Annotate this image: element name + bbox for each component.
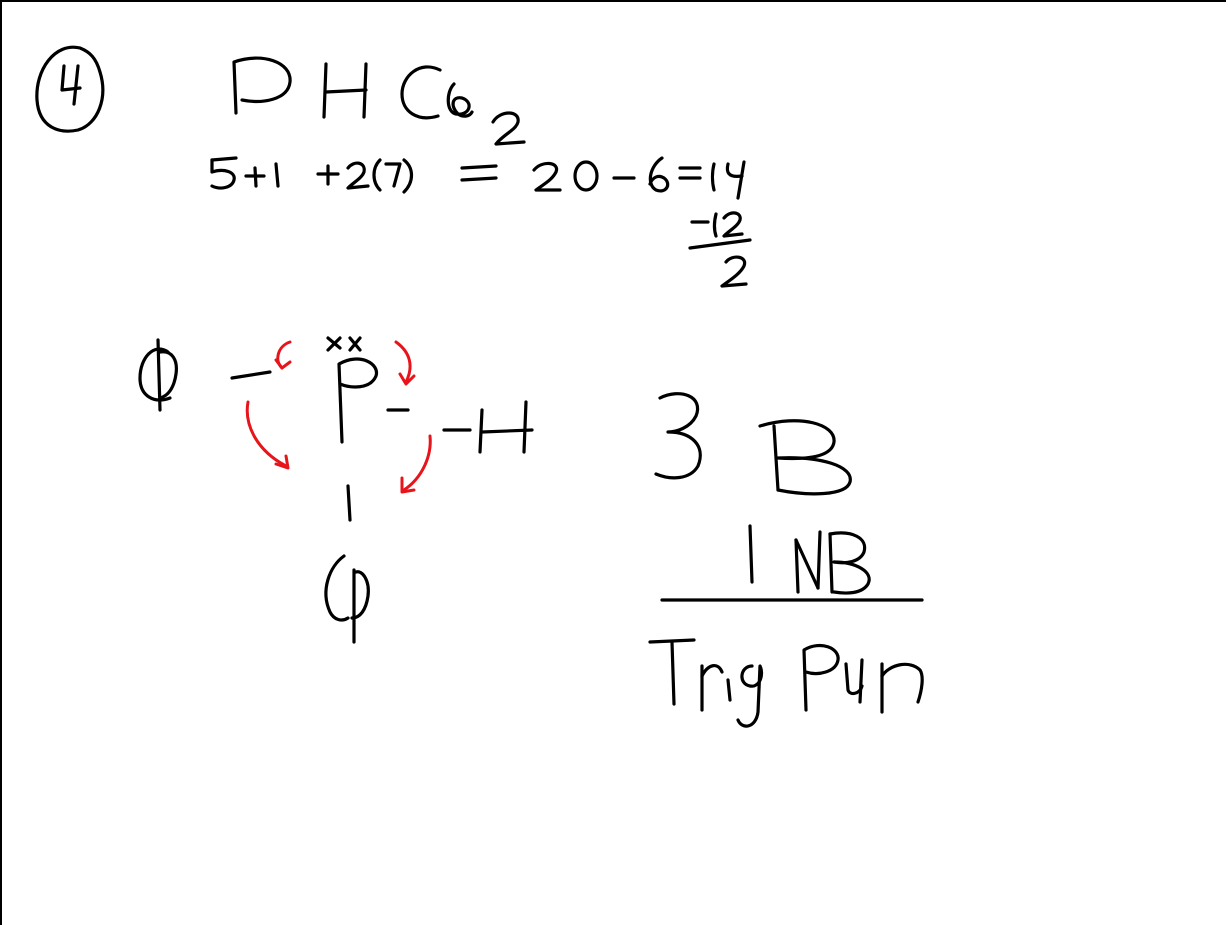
top-left-cl-ink xyxy=(138,338,178,412)
right-h-ink xyxy=(442,400,534,454)
problem-number-ink xyxy=(35,45,105,133)
central-p-ink xyxy=(326,336,379,444)
electron-subtract-ink xyxy=(688,211,752,288)
electron-count-ink xyxy=(210,156,746,200)
lewis-structure-ink xyxy=(138,336,534,644)
bond-left xyxy=(230,370,272,380)
formula-ink xyxy=(232,56,526,146)
geometry-ink xyxy=(648,392,924,728)
bottom-cl-ink xyxy=(324,554,370,644)
electron-arrows xyxy=(245,340,432,494)
bond-bottom xyxy=(346,484,352,522)
